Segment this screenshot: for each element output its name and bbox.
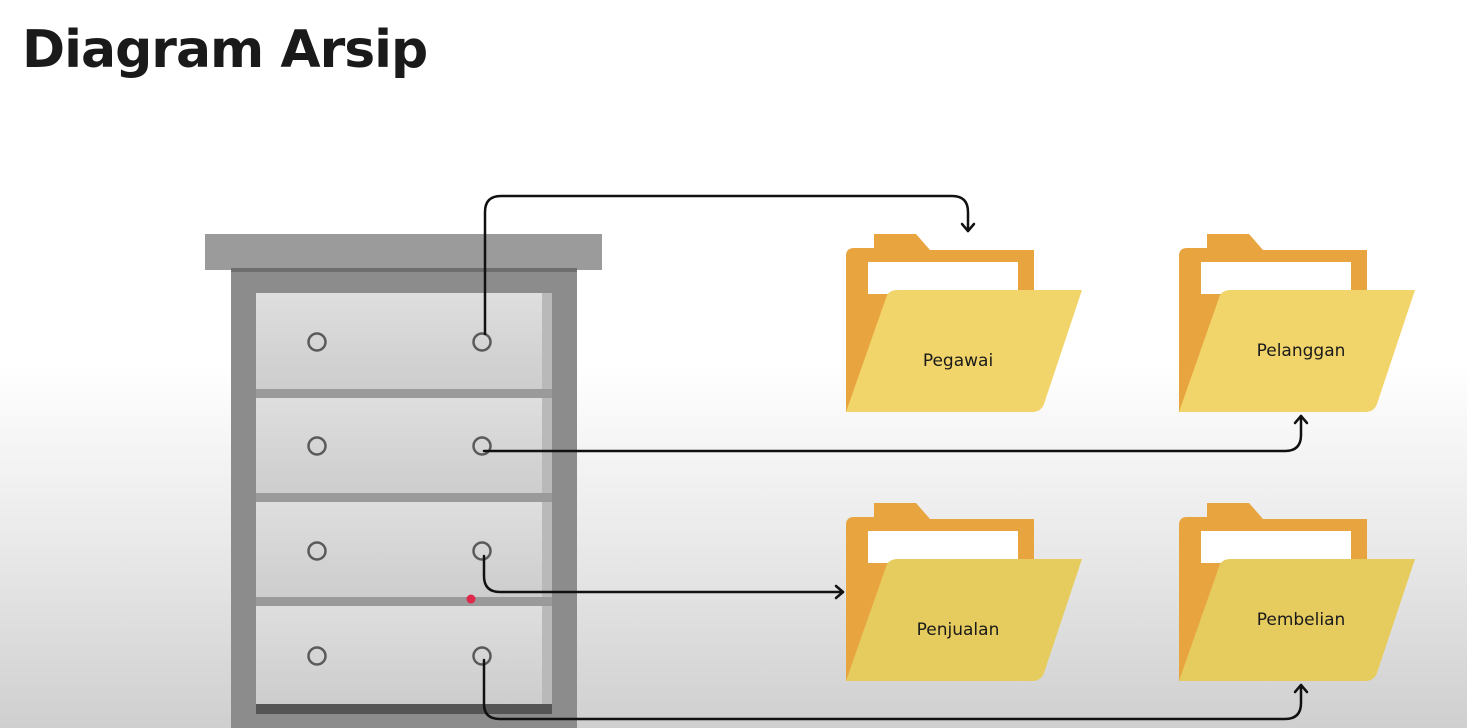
- folder-label: Pelanggan: [1257, 341, 1346, 361]
- drawer-3[interactable]: [256, 502, 552, 606]
- page-title: Diagram Arsip: [22, 20, 428, 80]
- arrow-drawer4-to-pembelian: [482, 658, 1303, 721]
- arrowhead-icon: [960, 222, 976, 233]
- arrow-drawer3-to-penjualan: [482, 554, 845, 594]
- folder-label: Penjualan: [917, 620, 1000, 640]
- drawer-2[interactable]: [256, 398, 552, 502]
- cursor-dot-icon: [466, 594, 476, 604]
- folder-pelanggan[interactable]: Pelanggan: [1179, 234, 1415, 412]
- drawer-knob-icon: [472, 332, 492, 352]
- arrowhead-icon: [1293, 414, 1309, 425]
- drawer-1[interactable]: [256, 293, 552, 398]
- arrow-drawer2-to-pelanggan: [482, 414, 1303, 453]
- drawer-knob-icon: [307, 646, 327, 666]
- drawer-knob-icon: [472, 646, 492, 666]
- drawer-knob-icon: [307, 541, 327, 561]
- folder-penjualan[interactable]: Penjualan: [846, 503, 1082, 681]
- folder-label: Pegawai: [923, 351, 993, 371]
- drawer-knob-icon: [307, 436, 327, 456]
- filing-cabinet: [205, 234, 602, 728]
- folder-label: Pembelian: [1257, 610, 1346, 630]
- arrow-drawer1-to-pegawai: [483, 194, 970, 336]
- drawer-knob-icon: [472, 436, 492, 456]
- drawer-knob-icon: [472, 541, 492, 561]
- folder-pegawai[interactable]: Pegawai: [846, 234, 1082, 412]
- cabinet-top-shadow: [231, 268, 577, 274]
- folder-pembelian[interactable]: Pembelian: [1179, 503, 1415, 681]
- arrowhead-icon: [834, 584, 845, 600]
- arrowhead-icon: [1293, 683, 1309, 694]
- drawer-knob-icon: [307, 332, 327, 352]
- drawer-4[interactable]: [256, 606, 552, 714]
- cabinet-top: [205, 234, 602, 270]
